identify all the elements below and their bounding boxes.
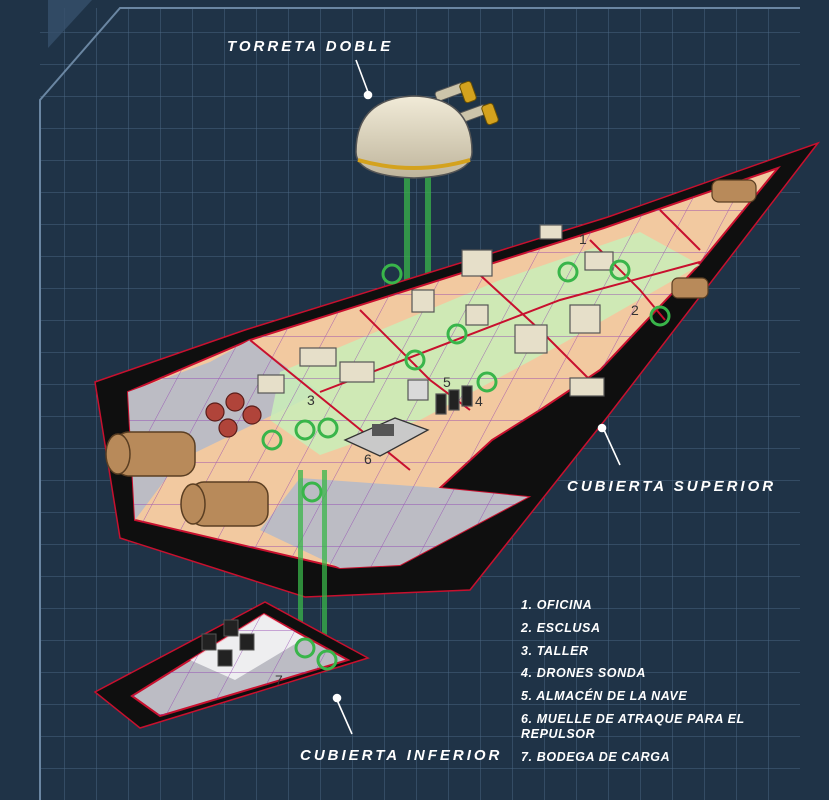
legend-item-probe-drones: 4. DRONES SONDA bbox=[521, 666, 646, 681]
room-legend: 1. OFICINA 2. ESCLUSA 3. TALLER 4. DRONE… bbox=[521, 594, 745, 769]
twin-turret bbox=[355, 80, 499, 179]
callout-lines bbox=[332, 59, 621, 735]
room-number-3: 3 bbox=[307, 392, 315, 408]
room-number-1: 1 bbox=[579, 231, 587, 247]
turret-label: TORRETA DOBLE bbox=[227, 38, 394, 55]
repulsor-craft bbox=[343, 417, 430, 457]
legend-item-office: 1. OFICINA bbox=[521, 598, 593, 612]
crates bbox=[257, 347, 473, 415]
room-number-6: 6 bbox=[364, 451, 372, 467]
room-numbers: 1 2 3 4 5 6 7 bbox=[275, 231, 639, 688]
teleport-pads bbox=[261, 259, 671, 503]
room-number-4: 4 bbox=[475, 393, 483, 409]
legend-item-workshop: 3. TALLER bbox=[521, 643, 589, 658]
legend-item-repulsor-dock: 6. MUELLE DE ATRAQUE PARA EL REPULSOR bbox=[521, 711, 745, 741]
lower-deck-beams bbox=[298, 470, 327, 660]
lower-deck bbox=[93, 601, 370, 729]
legend-item-cargo-hold: 7. BODEGA DE CARGA bbox=[521, 749, 671, 764]
upper-deck-furniture bbox=[105, 179, 757, 527]
offices bbox=[411, 224, 614, 397]
room-number-5: 5 bbox=[443, 374, 451, 390]
legend-item-ship-storage: 5. ALMACÉN DE LA NAVE bbox=[521, 689, 688, 704]
legend-item-airlock: 2. ESCLUSA bbox=[521, 620, 601, 635]
upper-engines-fore bbox=[671, 179, 757, 299]
lower-deck-grid bbox=[132, 614, 348, 716]
upper-deck-grid bbox=[128, 168, 778, 568]
corner-frame bbox=[39, 7, 800, 800]
cargo-crates bbox=[201, 619, 255, 667]
turret-stripe bbox=[357, 158, 471, 170]
lower-deck-label: CUBIERTA INFERIOR bbox=[300, 747, 503, 764]
workshop-droids bbox=[205, 392, 262, 438]
engine-block bbox=[105, 431, 269, 527]
lower-teleport-pads bbox=[294, 637, 338, 671]
room-number-2: 2 bbox=[631, 302, 639, 318]
upper-deck-label: CUBIERTA SUPERIOR bbox=[567, 478, 777, 495]
corner-tab bbox=[48, 0, 92, 48]
room-number-7: 7 bbox=[275, 672, 283, 688]
turret-dome bbox=[355, 95, 473, 179]
